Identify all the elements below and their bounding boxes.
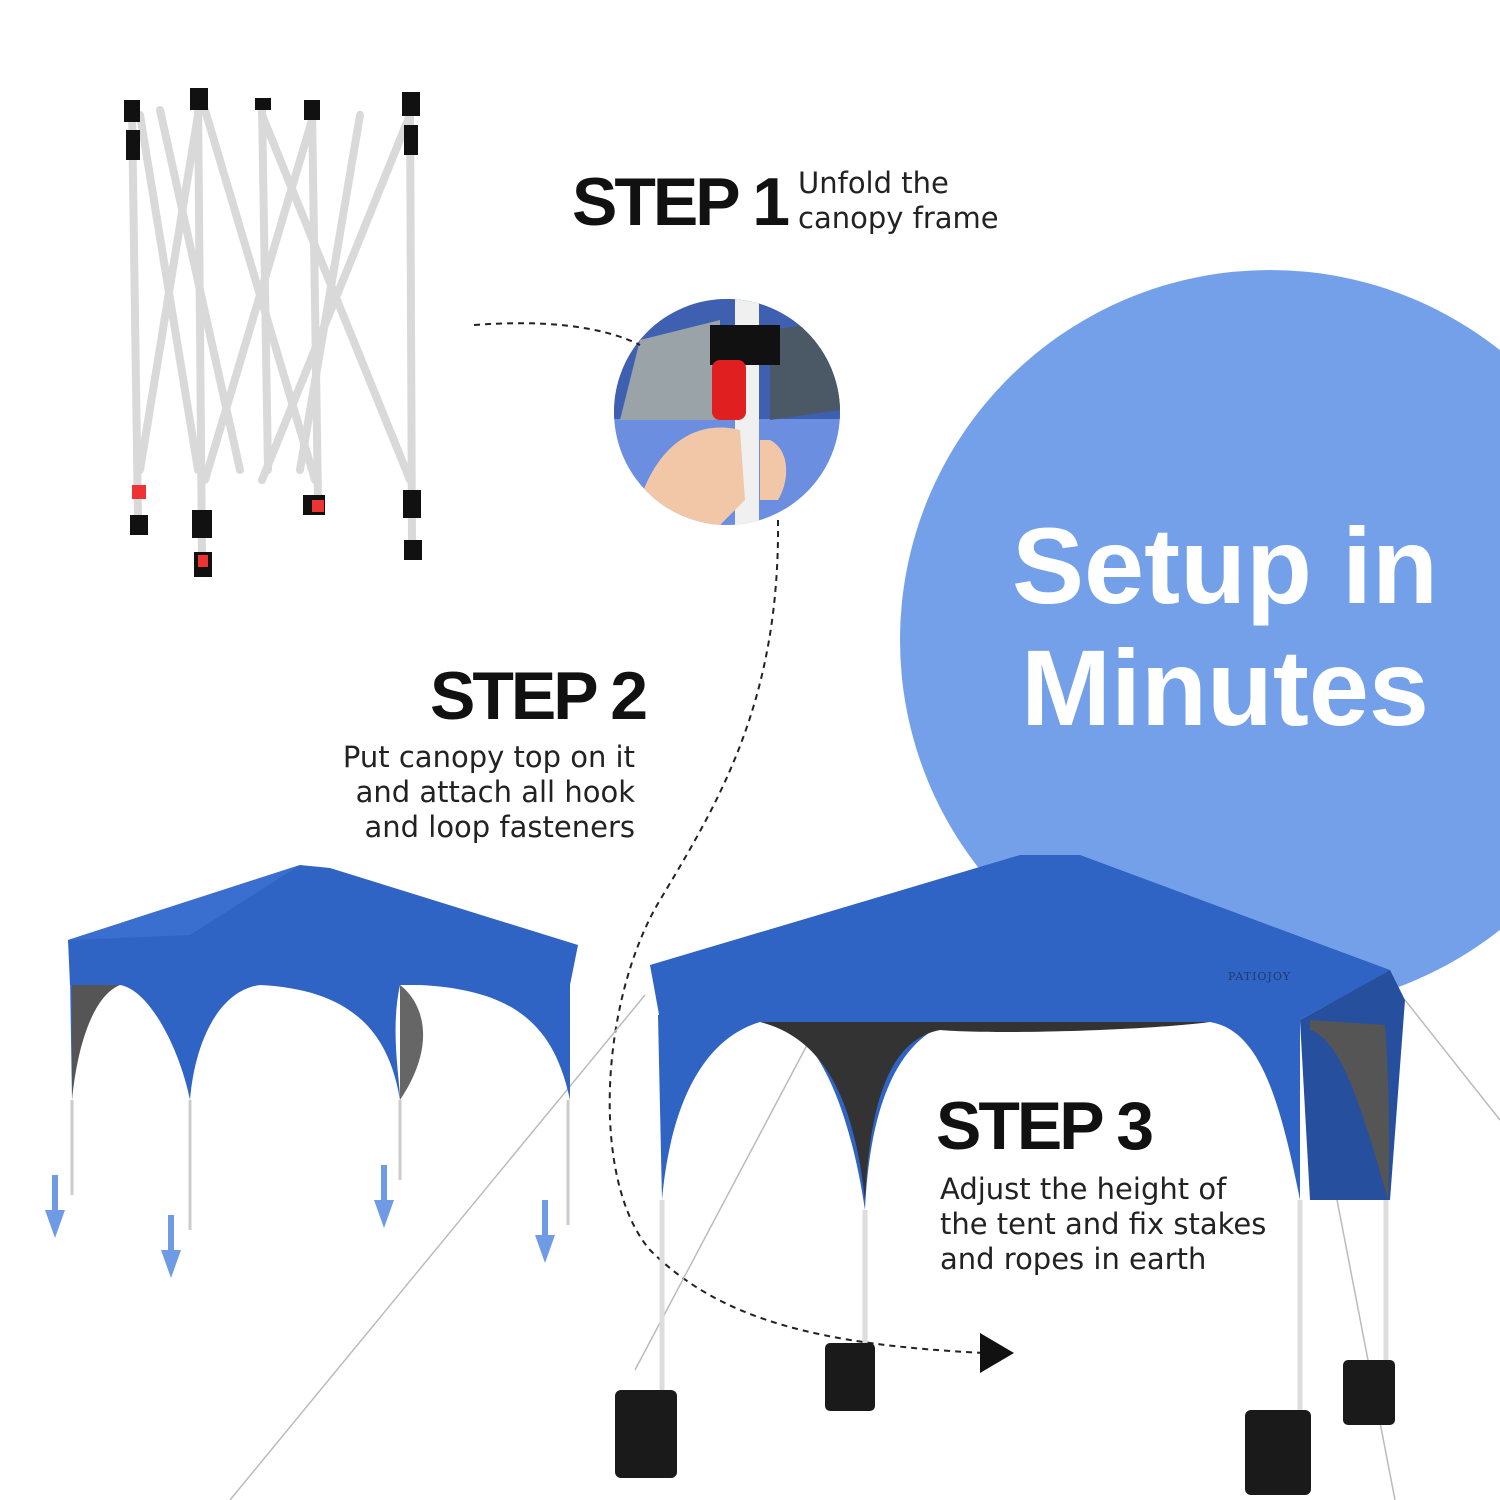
headline: Setup in Minutes (1012, 505, 1438, 748)
canopy-tent-step3-image (615, 855, 1405, 1495)
brand-logo: PATIOJOY (1228, 970, 1292, 983)
step3-title: STEP 3 (936, 1088, 1154, 1164)
step2-title: STEP 2 (430, 658, 648, 734)
down-arrow-icons (45, 1165, 555, 1278)
step1-title: STEP 1 (572, 164, 790, 240)
canopy-tent-step2-image (45, 865, 578, 1278)
arrow-head-icon (980, 1333, 1014, 1373)
sandbag-weights (615, 1343, 1395, 1495)
step1-description: Unfold the canopy frame (798, 166, 999, 235)
latch-closeup-image (614, 299, 840, 525)
folded-frame-image (124, 88, 422, 577)
step3-description: Adjust the height of the tent and fix st… (940, 1172, 1267, 1276)
accent-circle (900, 270, 1500, 1010)
dashed-connector (473, 322, 986, 1354)
step2-description: Put canopy top on it and attach all hook… (342, 740, 635, 844)
